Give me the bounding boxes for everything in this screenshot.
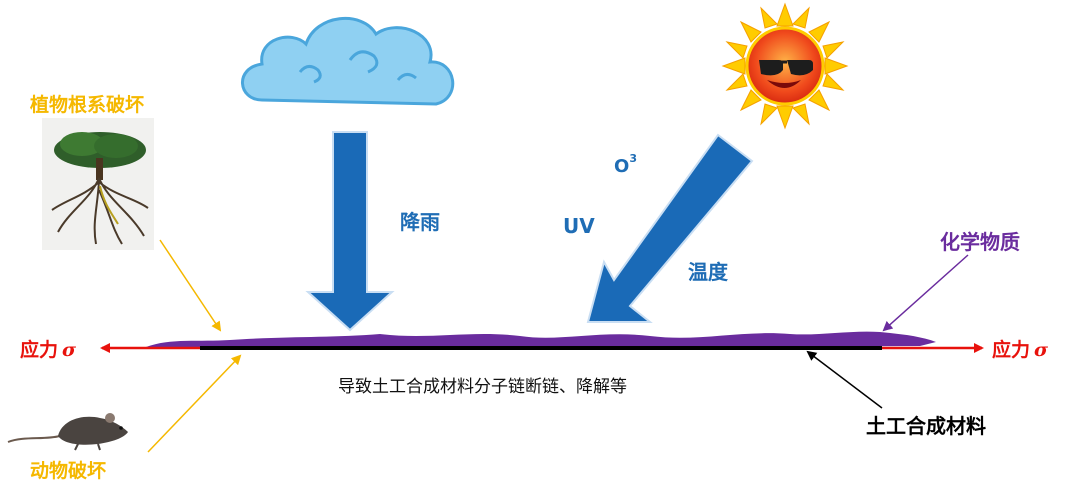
rain-label: 降雨: [400, 210, 440, 234]
chemicals-label: 化学物质: [940, 230, 1020, 254]
cloud-icon: [241, 16, 455, 106]
stress-left-text: 应力: [20, 339, 59, 361]
temperature-label: 温度: [688, 260, 728, 284]
geosynthetic-sheet: [200, 346, 882, 350]
stress-right-symbol: σ: [1034, 339, 1049, 361]
tree-leader-arrow: [159, 239, 222, 332]
animal-leader-arrow: [147, 354, 242, 453]
stress-left-symbol: σ: [62, 339, 77, 361]
uv-label: UV: [563, 214, 595, 238]
rain-arrow: [305, 131, 395, 332]
geosynthetic-leader-arrow: [806, 350, 883, 409]
geosynthetic-label: 土工合成材料: [866, 414, 986, 438]
ozone-superscript: 3: [629, 152, 637, 165]
rat-icon: [7, 413, 128, 451]
ozone-label: O3: [614, 152, 637, 177]
caption-text: 导致土工合成材料分子链断链、降解等: [338, 377, 627, 397]
animal-damage-label: 动物破坏: [30, 460, 107, 482]
sun-arrow: [586, 133, 754, 323]
chemical-leader-arrow: [882, 254, 969, 332]
tree-icon: [42, 118, 154, 250]
degradation-layer: [146, 331, 936, 348]
sun-icon: [721, 2, 849, 130]
plant-root-label: 植物根系破坏: [30, 94, 145, 116]
stress-right-text: 应力: [992, 339, 1031, 361]
ozone-base: O: [614, 156, 630, 177]
